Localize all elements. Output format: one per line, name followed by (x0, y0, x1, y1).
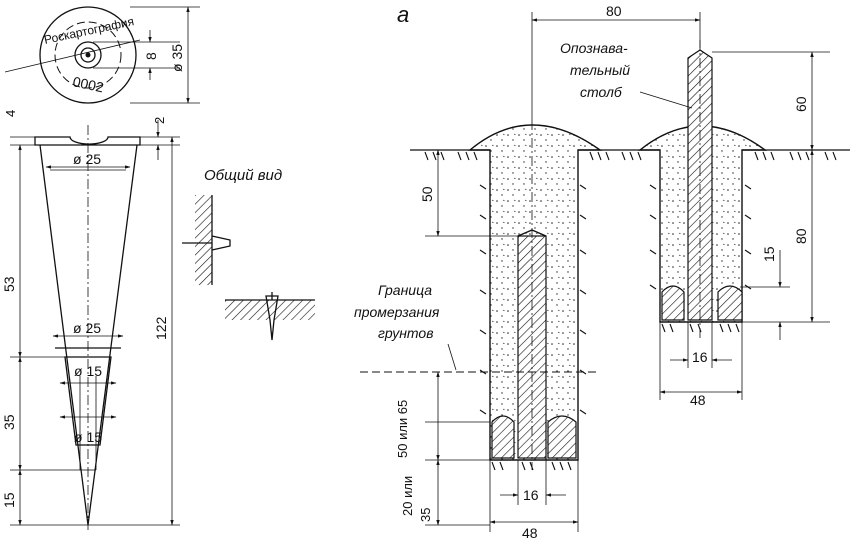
dim-50-or-65: 50 или 65 (395, 400, 410, 458)
plaque-number: 0002 (71, 73, 105, 95)
plaque-diameter-dim: ø 35 (169, 44, 185, 72)
dim-20-or: 20 или (400, 476, 415, 516)
frost-label-3: грунтов (378, 325, 434, 341)
anchor-dim-122: 122 (153, 316, 169, 340)
panel-letter: а (397, 2, 409, 27)
dim-48-left: 48 (522, 525, 538, 541)
anchor-dim-4: 4 (3, 110, 18, 117)
general-view: Общий вид (182, 167, 315, 341)
anchor-d25-top: ø 25 (73, 151, 101, 167)
plaque-hole-dim: 8 (143, 52, 159, 60)
dim-35-small: 35 (418, 508, 433, 522)
dim-60: 60 (793, 96, 809, 112)
dim-80-top: 80 (606, 3, 622, 19)
anchor-dim-15: 15 (1, 492, 17, 508)
dim-50: 50 (419, 186, 435, 202)
anchor-dim-2: 2 (152, 117, 167, 124)
post-label-1: Опознава- (560, 40, 628, 56)
frost-label-2: промерзания (354, 304, 440, 320)
plaque-top-view: Роскартография 0002 8 ø 35 (4, 6, 200, 104)
dim-80-right: 80 (793, 228, 809, 244)
dim-16-right: 16 (692, 349, 708, 365)
anchor-d15-b: ø 15 (74, 429, 102, 445)
dim-15-right: 15 (761, 246, 777, 262)
post-label-2: тельный (570, 62, 630, 78)
anchor-dim-53: 53 (1, 276, 17, 292)
dim-16-left: 16 (523, 487, 539, 503)
dim-48-right: 48 (690, 392, 706, 408)
anchor-d15-a: ø 15 (74, 363, 102, 379)
general-view-label: Общий вид (204, 167, 282, 184)
frost-label-1: Граница (378, 282, 432, 298)
anchor-dim-35: 35 (1, 414, 17, 430)
benchmark-section: а (354, 2, 850, 541)
anchor-d25-mid: ø 25 (73, 320, 101, 336)
post-label-3: столб (580, 84, 623, 100)
anchor-elevation: ø 25 ø 25 ø 15 ø 15 4 53 35 15 2 122 (1, 110, 180, 530)
